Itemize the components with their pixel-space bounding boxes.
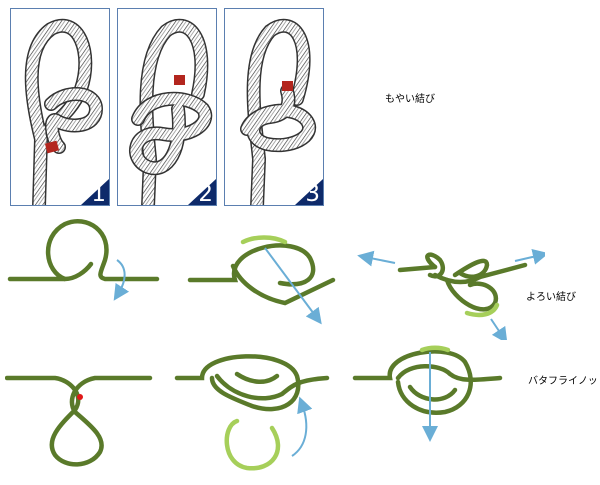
butterfly-knot-step-1 <box>5 375 153 467</box>
rope-illustration-1 <box>24 18 104 205</box>
butterfly-knot-step-3 <box>352 345 503 442</box>
bowline-step-1-panel: 1 <box>10 8 110 206</box>
step-number-badge: 2 <box>188 179 216 205</box>
step-number: 1 <box>91 181 106 206</box>
rope-end-marker <box>174 75 185 85</box>
butterfly-knot-label: バタフライノット <box>528 376 600 387</box>
step-number-badge: 1 <box>81 179 109 205</box>
bowline-label: もやい結び <box>385 94 435 105</box>
rope-end-marker <box>282 81 293 91</box>
armor-knot-step-1 <box>7 218 160 301</box>
armor-knot-step-2 <box>187 235 336 325</box>
armor-knot-step-3 <box>357 249 545 340</box>
armor-knot-label: よろい結び <box>526 292 576 303</box>
start-point-dot <box>77 394 83 400</box>
step-number: 3 <box>305 181 320 206</box>
bowline-step-2-panel: 2 <box>117 8 217 206</box>
rope-end-marker <box>44 140 60 154</box>
step-number: 2 <box>198 181 213 206</box>
rope-illustration-2 <box>129 18 213 205</box>
butterfly-knot-step-2 <box>174 354 330 471</box>
bowline-step-3-panel: 3 <box>224 8 324 206</box>
rope-illustration-3 <box>240 18 316 205</box>
step-number-badge: 3 <box>295 179 323 205</box>
